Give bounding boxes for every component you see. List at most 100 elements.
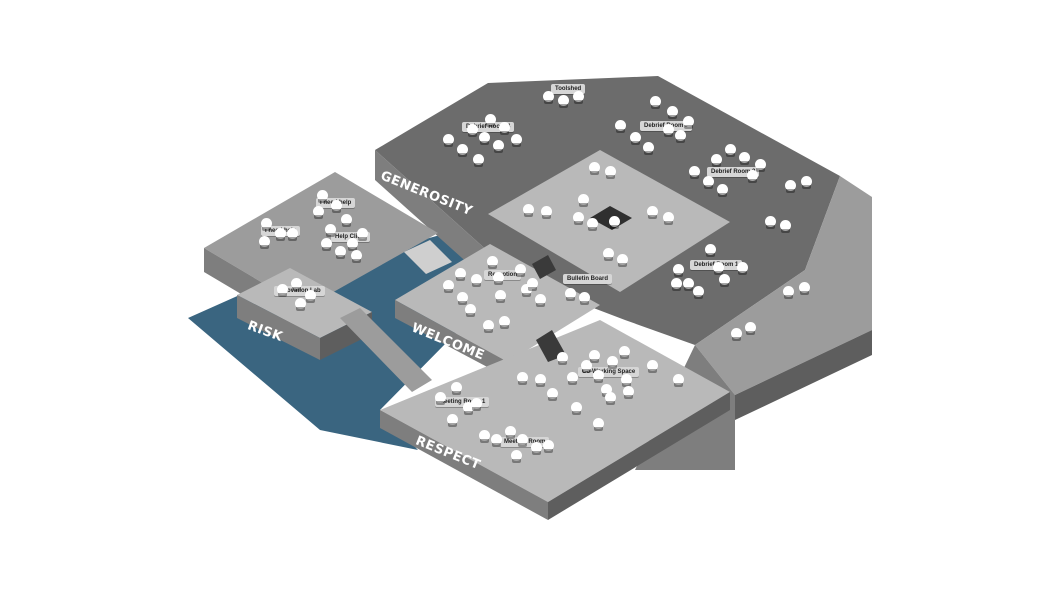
avatar-icon	[683, 116, 694, 129]
avatar-icon	[313, 206, 324, 219]
avatar-icon	[647, 360, 658, 373]
avatar-icon	[499, 122, 510, 135]
avatar-icon	[543, 91, 554, 104]
avatar-icon	[499, 316, 510, 329]
avatar-icon	[287, 228, 298, 241]
avatar-icon	[647, 206, 658, 219]
room-debrief-room-2[interactable]: Debrief Room 2	[707, 167, 760, 177]
avatar-icon	[731, 328, 742, 341]
avatar-icon	[567, 372, 578, 385]
bridge	[340, 308, 432, 392]
avatar-icon	[565, 288, 576, 301]
avatar-icon	[739, 152, 750, 165]
avatar-icon	[799, 282, 810, 295]
avatar-icon	[719, 274, 730, 287]
avatar-icon	[673, 374, 684, 387]
avatar-icon	[259, 236, 270, 249]
avatar-icon	[505, 426, 516, 439]
avatar-icon	[493, 140, 504, 153]
avatar-icon	[341, 214, 352, 227]
avatar-icon	[447, 414, 458, 427]
avatar-icon	[295, 298, 306, 311]
room-co-working-space[interactable]: Co-Working Space	[578, 367, 640, 377]
avatar-icon	[603, 248, 614, 261]
avatar-icon	[780, 220, 791, 233]
respect-side	[548, 392, 730, 520]
avatar-icon	[471, 274, 482, 287]
avatar-icon	[745, 322, 756, 335]
avatar-icon	[755, 159, 766, 172]
avatar-icon	[737, 262, 748, 275]
avatar-icon	[581, 360, 592, 373]
avatar-icon	[331, 200, 342, 213]
avatar-icon	[493, 272, 504, 285]
room-toolshed[interactable]: Toolshed	[551, 84, 586, 94]
avatar-icon	[511, 134, 522, 147]
avatar-icon	[703, 176, 714, 189]
avatar-icon	[277, 284, 288, 297]
avatar-icon	[557, 352, 568, 365]
avatar-icon	[605, 392, 616, 405]
avatar-icon	[801, 176, 812, 189]
avatar-icon	[571, 402, 582, 415]
room-meeting-room-1[interactable]: Meeting Room 1	[435, 397, 490, 407]
avatar-icon	[579, 292, 590, 305]
avatar-icon	[619, 346, 630, 359]
room-help-clinic[interactable]: Help Clinic	[331, 232, 371, 242]
avatar-icon	[451, 382, 462, 395]
avatar-icon	[667, 106, 678, 119]
avatar-icon	[615, 120, 626, 133]
avatar-icon	[443, 134, 454, 147]
avatar-icon	[589, 350, 600, 363]
room-innovation-lab[interactable]: Innovation Lab	[274, 286, 325, 296]
avatar-icon	[443, 280, 454, 293]
avatar-icon	[573, 212, 584, 225]
room-bulletin-board[interactable]: Bulletin Board	[563, 274, 613, 284]
avatar-icon	[535, 374, 546, 387]
room-debrief-room-4[interactable]: Debrief Room 4	[462, 122, 515, 132]
avatar-icon	[457, 144, 468, 157]
avatar-icon	[593, 370, 604, 383]
avatar-icon	[675, 130, 686, 143]
avatar-icon	[465, 304, 476, 317]
bridge-planks	[404, 240, 452, 274]
avatar-icon	[607, 356, 618, 369]
avatar-icon	[471, 398, 482, 411]
avatar-icon	[643, 142, 654, 155]
avatar-icon	[435, 392, 446, 405]
avatar-icon	[261, 218, 272, 231]
avatar-icon	[517, 372, 528, 385]
avatar-icon	[517, 434, 528, 447]
avatar-icon	[617, 254, 628, 267]
avatar-icon	[693, 286, 704, 299]
avatar-icon	[325, 224, 336, 237]
avatar-icon	[291, 278, 302, 291]
avatar-icon	[487, 256, 498, 269]
avatar-icon	[351, 250, 362, 263]
avatar-icon	[305, 290, 316, 303]
ramp	[695, 176, 872, 395]
avatar-icon	[527, 278, 538, 291]
avatar-icon	[578, 194, 589, 207]
avatar-icon	[541, 206, 552, 219]
avatar-icon	[663, 124, 674, 137]
avatar-icon	[479, 132, 490, 145]
avatar-icon	[321, 238, 332, 251]
avatar-icon	[747, 170, 758, 183]
avatar-icon	[558, 95, 569, 108]
avatar-icon	[275, 228, 286, 241]
avatar-icon	[689, 166, 700, 179]
avatar-icon	[457, 292, 468, 305]
welcome-front	[395, 300, 508, 378]
avatar-icon	[663, 212, 674, 225]
avatar-icon	[479, 430, 490, 443]
respect-front	[380, 410, 548, 520]
avatar-icon	[455, 268, 466, 281]
avatar-icon	[785, 180, 796, 193]
avatar-icon	[609, 216, 620, 229]
avatar-icon	[523, 204, 534, 217]
avatar-icon	[711, 154, 722, 167]
avatar-icon	[535, 294, 546, 307]
avatar-icon	[587, 218, 598, 231]
avatar-icon	[705, 244, 716, 257]
